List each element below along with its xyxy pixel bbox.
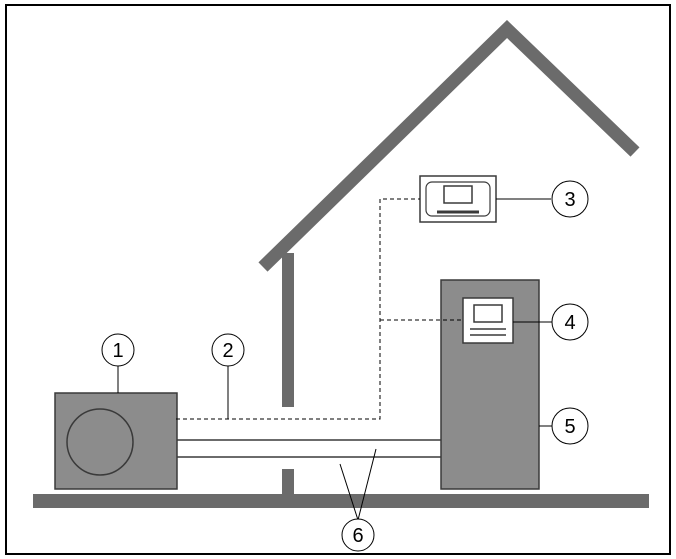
ground-line [33,494,649,508]
callout-5: 5 [551,407,589,445]
control-panel-icon [462,297,514,344]
indoor-unit [440,279,540,490]
hydraulic-pipes [175,439,443,458]
fan-icon [66,408,134,476]
callout-1: 1 [101,333,135,367]
callout-3-label: 3 [564,189,575,211]
house-wall-foundation [282,469,294,496]
leader-line-6a [339,463,359,521]
callout-6: 6 [341,518,375,552]
callout-5-label: 5 [564,416,575,438]
house-roof [258,19,640,272]
communication-cable [176,198,420,420]
callout-6-label: 6 [352,525,363,547]
house-wall [282,253,294,407]
callout-2-label: 2 [222,340,233,362]
callout-4: 4 [551,303,589,341]
callout-3: 3 [551,180,589,218]
callout-4-label: 4 [564,312,575,334]
callout-1-label: 1 [112,340,123,362]
leader-line-6b [357,448,377,521]
callout-2: 2 [211,333,245,367]
room-controller-icon [419,175,497,223]
